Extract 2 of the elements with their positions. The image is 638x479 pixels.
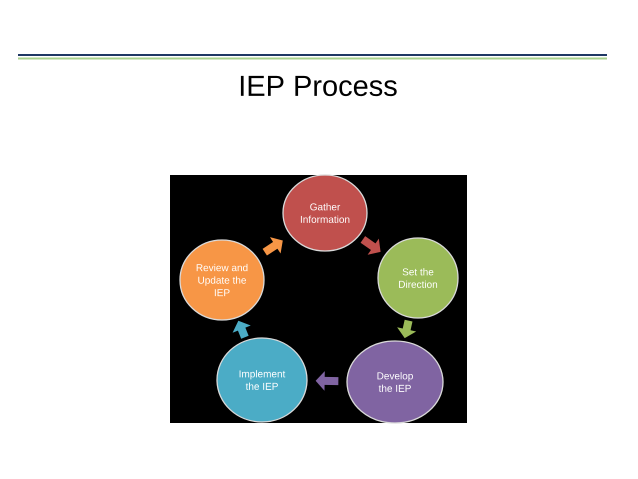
block-arrow [262, 237, 283, 256]
title: IEP Process [240, 76, 397, 96]
